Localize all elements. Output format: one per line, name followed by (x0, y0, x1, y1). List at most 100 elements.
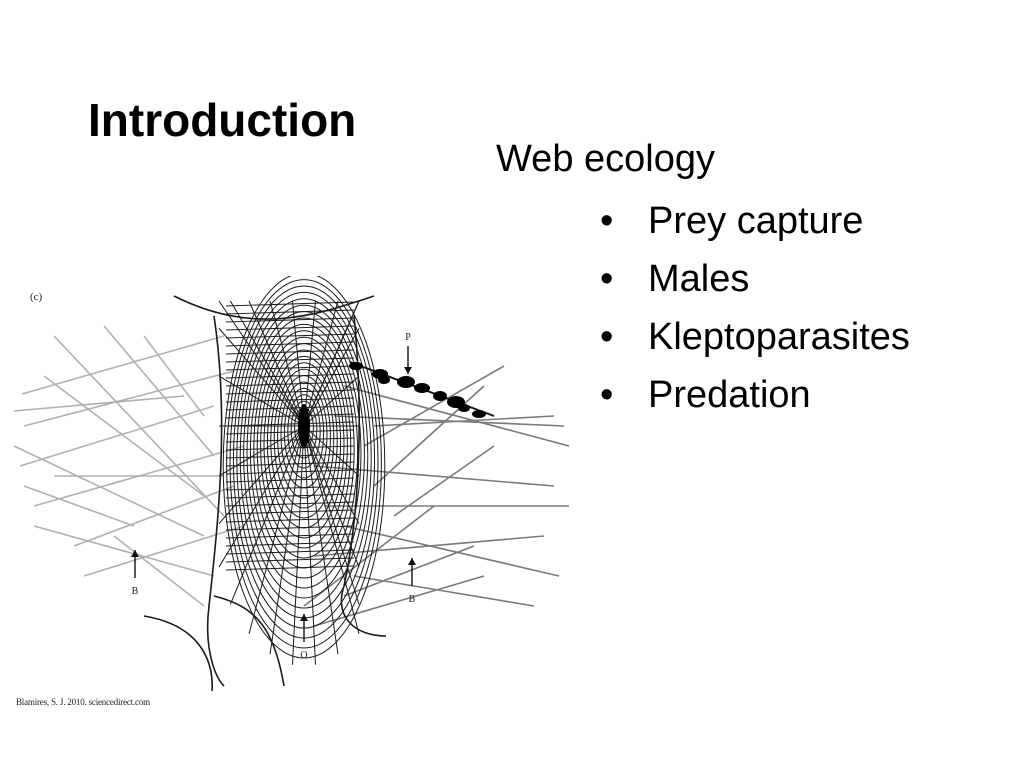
hub-center (298, 404, 310, 448)
spiral-rung (225, 381, 355, 387)
orb-web-radii (218, 300, 360, 665)
spiral-rung (225, 421, 355, 427)
spiral-rung (225, 309, 355, 315)
spiral-rung (225, 557, 355, 563)
scaffold-thread (23, 485, 135, 527)
radius-thread (303, 425, 316, 665)
debris-string (349, 361, 495, 418)
web-hub (298, 404, 310, 448)
scaffold-thread (19, 405, 215, 467)
scaffold-thread (73, 485, 235, 547)
scaffold-thread (143, 335, 205, 417)
arrow-b-right-head (408, 558, 416, 565)
frame-thread-bottom-left (213, 595, 285, 687)
spiral-rung (225, 437, 355, 443)
scaffold-thread (23, 370, 235, 427)
spiral-rung (225, 469, 355, 475)
spiral-thread (256, 336, 352, 559)
radius-thread (218, 425, 305, 568)
scaffold-thread (14, 395, 185, 412)
radius-thread (303, 300, 360, 427)
radius-thread (303, 300, 339, 427)
frame-thread-corner (143, 615, 214, 692)
radius-thread (229, 300, 305, 427)
web-diagram: (c) P B B O (14, 276, 570, 692)
debris-blob (349, 362, 363, 370)
scaffold-thread (313, 575, 485, 627)
spiral-rung (225, 541, 355, 547)
radius-thread (218, 375, 305, 427)
spiral-rung (225, 317, 355, 323)
debris-blob (414, 383, 430, 393)
image-credit: Blamires, S. J. 2010. sciencedirect.com (16, 697, 150, 707)
bullet-item: • Prey capture (600, 192, 910, 250)
spiral-rung (225, 365, 355, 371)
frame-thread-left (206, 315, 225, 687)
scaffold-thread (53, 335, 225, 517)
scaffold-thread (103, 325, 215, 457)
annotation-arrows (131, 346, 416, 642)
spiral-rung (225, 501, 355, 507)
radius-thread (269, 425, 305, 655)
bullet-item: • Kleptoparasites (600, 308, 910, 366)
radius-thread (292, 425, 305, 665)
radius-thread (303, 425, 360, 524)
spiral-rung (225, 445, 355, 451)
arrow-p-head (404, 367, 412, 374)
bullet-marker: • (600, 258, 614, 300)
spiral-thread (290, 400, 318, 459)
scaffold-thread (83, 525, 245, 577)
panel-label: (c) (30, 291, 43, 303)
bullet-text: Predation (648, 374, 811, 416)
arrow-label-o: O (300, 650, 307, 661)
radius-thread (303, 425, 360, 477)
bullet-text: Kleptoparasites (648, 316, 910, 358)
arrow-label-b-right: B (409, 594, 416, 605)
spiral-thread (249, 323, 359, 579)
bullet-list: • Prey capture • Males • Kleptoparasites… (600, 192, 910, 424)
debris-blob (458, 404, 470, 412)
bullet-text: Males (648, 258, 750, 300)
radius-thread (303, 375, 360, 427)
slide-title: Introduction (88, 94, 357, 146)
scaffold-thread (113, 535, 205, 607)
arrow-b-left-head (131, 550, 139, 557)
radius-thread (218, 425, 305, 477)
spiral-thread (222, 276, 386, 659)
radius-thread (218, 425, 305, 524)
bullet-marker: • (600, 316, 614, 358)
orb-web-frame (143, 295, 387, 692)
arrow-o-head (300, 614, 308, 621)
spiral-rung (225, 413, 355, 419)
scaffold-thread (343, 545, 475, 597)
slide-subheading: Web ecology (496, 138, 715, 180)
debris-blob (397, 376, 415, 388)
radius-thread (248, 300, 305, 427)
spiral-rung (225, 405, 355, 411)
radius-thread (303, 425, 360, 568)
bullet-marker: • (600, 374, 614, 416)
frame-thread-bottom-right (340, 585, 387, 637)
radius-thread (248, 425, 305, 634)
debris-blob (433, 391, 447, 401)
spiral-rung (225, 349, 355, 355)
spiral-rung (225, 389, 355, 395)
scaffold-thread (43, 375, 205, 497)
spider-web-figure: (c) P B B O (14, 276, 574, 696)
radius-thread (303, 425, 360, 605)
spiral-rung (225, 509, 355, 515)
scaffold-thread (363, 365, 505, 447)
scaffold-thread (33, 525, 215, 577)
scaffold-thread (14, 445, 205, 537)
spiral-rung (225, 525, 355, 531)
spiral-rung (225, 461, 355, 467)
spiral-rung (225, 485, 355, 491)
radius-thread (218, 328, 305, 427)
radius-thread (303, 425, 360, 634)
arrow-label-p: P (405, 332, 411, 343)
scaffold-thread (343, 385, 570, 447)
scaffold-thread (353, 575, 535, 607)
scaffold-thread (21, 335, 225, 395)
frame-thread-top (173, 295, 375, 320)
spiral-thread (283, 387, 325, 479)
